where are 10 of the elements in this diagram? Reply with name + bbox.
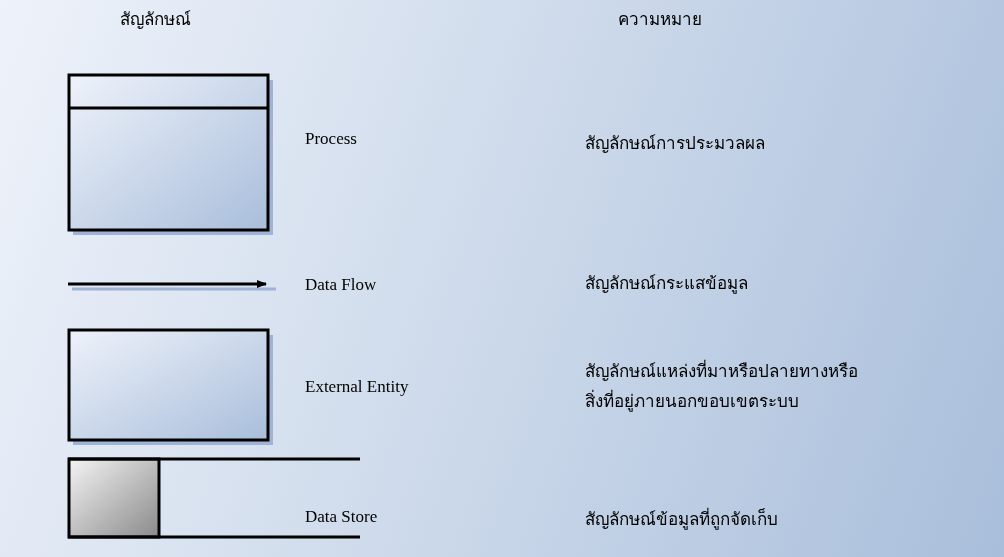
symbol-name: Data Store (305, 506, 378, 528)
column-heading: ความหมาย (618, 8, 702, 31)
meaning-text: สัญลักษณ์ข้อมูลที่ถูกจัดเก็บ (585, 506, 778, 532)
symbol-name: Process (305, 128, 357, 150)
meaning-text: สัญลักษณ์การประมวลผล (585, 132, 765, 155)
meaning-text: สัญลักษณ์แหล่งที่มาหรือปลายทางหรือสิ่งที่อยู่ภายนอกขอบเขตระบบ (585, 358, 859, 414)
column-heading: สัญลักษณ์ (120, 8, 191, 31)
symbol-name: Data Flow (305, 274, 377, 296)
symbol-name: External Entity (305, 376, 409, 398)
meaning-text: สัญลักษณ์กระแสข้อมูล (585, 272, 748, 296)
